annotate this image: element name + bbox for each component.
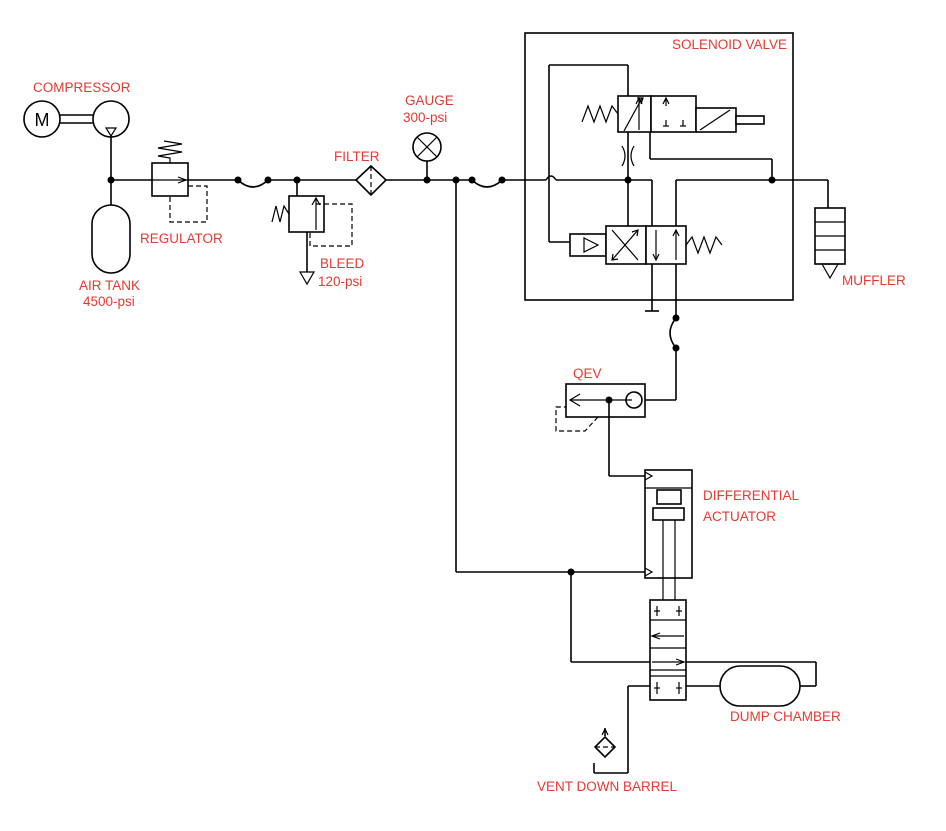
hose-crossover-2 — [471, 179, 503, 188]
motor-circle — [23, 100, 61, 138]
actuator-label: DIFFERENTIAL — [703, 488, 800, 503]
dump-chamber-label: DUMP CHAMBER — [730, 709, 841, 724]
bleed-valve — [271, 176, 353, 286]
air-tank-pressure: 4500-psi — [83, 294, 135, 309]
spool-valve — [649, 599, 687, 701]
compressor-label: COMPRESSOR — [33, 80, 131, 95]
gauge-label: GAUGE — [405, 93, 454, 108]
qev-label: QEV — [573, 366, 602, 381]
solenoid-valve-enclosure — [524, 32, 794, 301]
air-tank-label: AIR TANK — [79, 278, 140, 293]
filter — [354, 164, 388, 197]
filter-label: FILTER — [334, 149, 380, 164]
bleed-pressure: 120-psi — [318, 274, 362, 289]
qev — [555, 383, 646, 432]
pilot-valve — [581, 95, 765, 133]
hose-crossover-3 — [669, 317, 677, 349]
muffler-label: MUFFLER — [842, 273, 906, 288]
vent-down-barrel — [593, 727, 617, 759]
gauge-pressure: 300-psi — [403, 110, 447, 125]
compressor-pump-circle — [92, 100, 130, 138]
bleed-label: BLEED — [320, 256, 365, 271]
air-tank — [91, 204, 131, 274]
vent-down-barrel-label: VENT DOWN BARREL — [537, 779, 678, 794]
motor-label: M — [35, 110, 50, 130]
dump-chamber — [719, 665, 801, 707]
muffler — [814, 180, 846, 280]
regulator — [151, 140, 208, 223]
regulator-label: REGULATOR — [140, 231, 223, 246]
main-valve — [569, 225, 723, 265]
solenoid-valve-label: SOLENOID VALVE — [672, 37, 787, 52]
differential-actuator — [644, 469, 693, 600]
compressor: M — [23, 100, 130, 138]
actuator-label-2: ACTUATOR — [703, 509, 776, 524]
gauge — [412, 132, 442, 180]
hose-crossover-1 — [237, 179, 269, 188]
